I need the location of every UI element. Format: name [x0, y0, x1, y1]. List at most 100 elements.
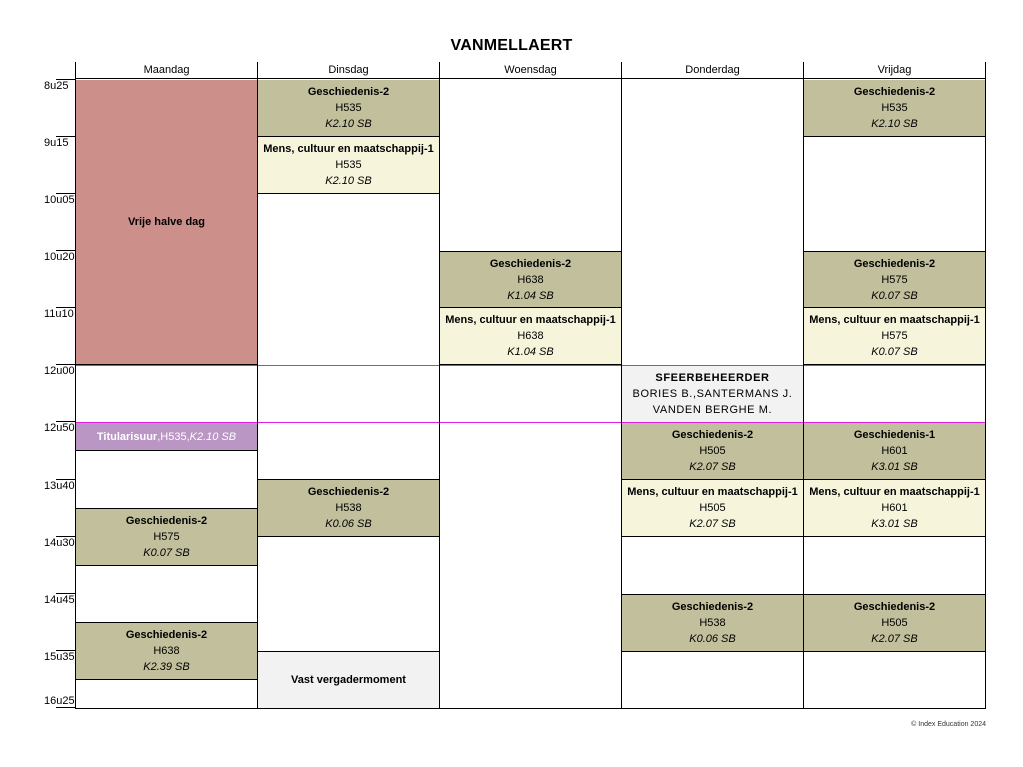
- day-header-woensdag: Woensdag: [439, 62, 621, 79]
- lesson-do-geschiedenis-2[interactable]: Geschiedenis-2 H538 K0.06 SB: [622, 594, 803, 652]
- time-tick: [56, 421, 75, 422]
- lesson-do-sfeerbeheerder[interactable]: SFEERBEHEERDER BORIES B.,SANTERMANS J. V…: [622, 366, 803, 423]
- time-tick: [56, 479, 75, 480]
- lesson-subject: Geschiedenis-2: [307, 486, 390, 498]
- day-header-vrijdag: Vrijdag: [803, 62, 986, 79]
- lesson-subject: Geschiedenis-2: [671, 429, 754, 441]
- time-tick: [56, 536, 75, 537]
- lesson-room: K0.06 SB: [325, 518, 372, 530]
- lesson-subject: Mens, cultuur en maatschappij-1: [263, 143, 434, 155]
- lesson-teachers: VANDEN BERGHE M.: [652, 404, 773, 416]
- lesson-subject: Geschiedenis-2: [125, 629, 208, 641]
- lesson-subject: SFEERBEHEERDER: [655, 372, 770, 384]
- lesson-room: K2.07 SB: [689, 518, 736, 530]
- time-label: 14u30: [44, 537, 75, 549]
- time-label: 12u00: [44, 365, 75, 377]
- lesson-do-geschiedenis-1[interactable]: Geschiedenis-2 H505 K2.07 SB: [622, 423, 803, 480]
- lesson-vr-geschiedenis-3[interactable]: Geschiedenis-1 H601 K3.01 SB: [804, 423, 985, 480]
- lesson-di-geschiedenis-1[interactable]: Geschiedenis-2 H535 K2.10 SB: [258, 80, 439, 137]
- lesson-subject: Geschiedenis-2: [489, 257, 572, 270]
- lesson-subject: Geschiedenis-2: [125, 515, 208, 527]
- lesson-room: K1.04 SB: [507, 346, 554, 358]
- time-label: 12u50: [44, 422, 75, 434]
- lesson-vr-geschiedenis-1[interactable]: Geschiedenis-2 H535 K2.10 SB: [804, 80, 985, 137]
- lesson-di-geschiedenis-2[interactable]: Geschiedenis-2 H538 K0.06 SB: [258, 479, 439, 537]
- lesson-subject: Geschiedenis-2: [853, 86, 936, 98]
- lesson-subject: Geschiedenis-2: [307, 86, 390, 98]
- column-divider: [439, 62, 440, 708]
- time-label: 14u45: [44, 594, 75, 606]
- lesson-ma-titularisuur[interactable]: Titularisuur,H535,K2.10 SB: [76, 423, 257, 451]
- lesson-room: K0.07 SB: [871, 289, 918, 302]
- lesson-group: H538: [335, 502, 362, 514]
- page-title: VANMELLAERT: [450, 37, 573, 54]
- lesson-wo-mens-cultuur[interactable]: Mens, cultuur en maatschappij-1 H638 K1.…: [440, 308, 621, 365]
- lesson-group: H575: [881, 330, 908, 342]
- time-tick: [56, 364, 75, 365]
- lesson-subject: Mens, cultuur en maatschappij-1: [809, 314, 980, 326]
- lesson-group: H535: [335, 102, 362, 114]
- time-label: 8u25: [44, 80, 69, 92]
- day-header-donderdag: Donderdag: [621, 62, 803, 79]
- lesson-subject: Titularisuur: [96, 430, 158, 443]
- lesson-room: K2.10 SB: [189, 430, 237, 443]
- lesson-room: K3.01 SB: [871, 461, 918, 473]
- lesson-group: H505: [881, 617, 908, 629]
- lesson-group: H535: [881, 102, 908, 114]
- lesson-ma-vrije-halve-dag[interactable]: Vrije halve dag: [76, 80, 257, 365]
- time-tick: [56, 79, 75, 80]
- lesson-di-mens-cultuur[interactable]: Mens, cultuur en maatschappij-1 H535 K2.…: [258, 137, 439, 194]
- lesson-separator: ,: [186, 430, 190, 443]
- lesson-group: H638: [153, 645, 180, 657]
- lesson-teachers: BORIES B.,SANTERMANS J.: [632, 388, 793, 400]
- lesson-room: K0.07 SB: [871, 346, 918, 358]
- lesson-subject: Geschiedenis-2: [853, 257, 936, 270]
- time-label: 13u40: [44, 480, 75, 492]
- time-label: 9u15: [44, 137, 69, 149]
- lesson-room: K2.10 SB: [871, 118, 918, 130]
- time-label: 16u25: [44, 695, 75, 707]
- lesson-room: K2.07 SB: [871, 633, 918, 645]
- lesson-group: H575: [153, 531, 180, 543]
- time-label: 15u35: [44, 651, 75, 663]
- lesson-room: K0.07 SB: [143, 547, 190, 559]
- time-label: 10u20: [44, 251, 75, 263]
- lesson-subject: Vrije halve dag: [127, 216, 206, 228]
- lesson-room: K2.39 SB: [143, 661, 190, 673]
- lesson-wo-geschiedenis[interactable]: Geschiedenis-2 H638 K1.04 SB: [440, 251, 621, 308]
- time-tick: [56, 136, 75, 137]
- column-divider: [257, 62, 258, 708]
- lesson-di-vast-vergadermoment[interactable]: Vast vergadermoment: [258, 651, 439, 708]
- lesson-room: K2.07 SB: [689, 461, 736, 473]
- lesson-vr-geschiedenis-4[interactable]: Geschiedenis-2 H505 K2.07 SB: [804, 594, 985, 652]
- lesson-group: H575: [881, 273, 908, 286]
- day-header-maandag: Maandag: [75, 62, 257, 79]
- lesson-separator: ,: [157, 430, 161, 443]
- time-tick: [56, 707, 75, 708]
- time-tick: [56, 193, 75, 194]
- time-label: 10u05: [44, 194, 75, 206]
- lesson-room: K2.10 SB: [325, 175, 372, 187]
- lesson-room: K2.10 SB: [325, 118, 372, 130]
- lesson-subject: Mens, cultuur en maatschappij-1: [445, 314, 616, 326]
- lesson-group: H505: [699, 445, 726, 457]
- lesson-vr-geschiedenis-2[interactable]: Geschiedenis-2 H575 K0.07 SB: [804, 251, 985, 308]
- lesson-subject: Mens, cultuur en maatschappij-1: [809, 486, 980, 498]
- lesson-room: K0.06 SB: [689, 633, 736, 645]
- lesson-group: H638: [517, 330, 544, 342]
- column-divider: [985, 62, 986, 708]
- lesson-subject: Mens, cultuur en maatschappij-1: [627, 486, 798, 498]
- lesson-group: H535: [160, 430, 187, 443]
- column-divider: [75, 62, 76, 708]
- lesson-vr-mens-cultuur-2[interactable]: Mens, cultuur en maatschappij-1 H601 K3.…: [804, 480, 985, 537]
- lesson-ma-geschiedenis-2[interactable]: Geschiedenis-2 H638 K2.39 SB: [76, 622, 257, 680]
- lesson-group: H535: [335, 159, 362, 171]
- time-tick: [56, 250, 75, 251]
- lesson-do-mens-cultuur[interactable]: Mens, cultuur en maatschappij-1 H505 K2.…: [622, 480, 803, 537]
- lesson-vr-mens-cultuur-1[interactable]: Mens, cultuur en maatschappij-1 H575 K0.…: [804, 308, 985, 365]
- lesson-subject: Geschiedenis-2: [853, 601, 936, 613]
- break-line: [75, 422, 986, 423]
- lesson-group: H601: [881, 445, 908, 457]
- lesson-ma-geschiedenis-1[interactable]: Geschiedenis-2 H575 K0.07 SB: [76, 508, 257, 566]
- column-divider: [803, 62, 804, 708]
